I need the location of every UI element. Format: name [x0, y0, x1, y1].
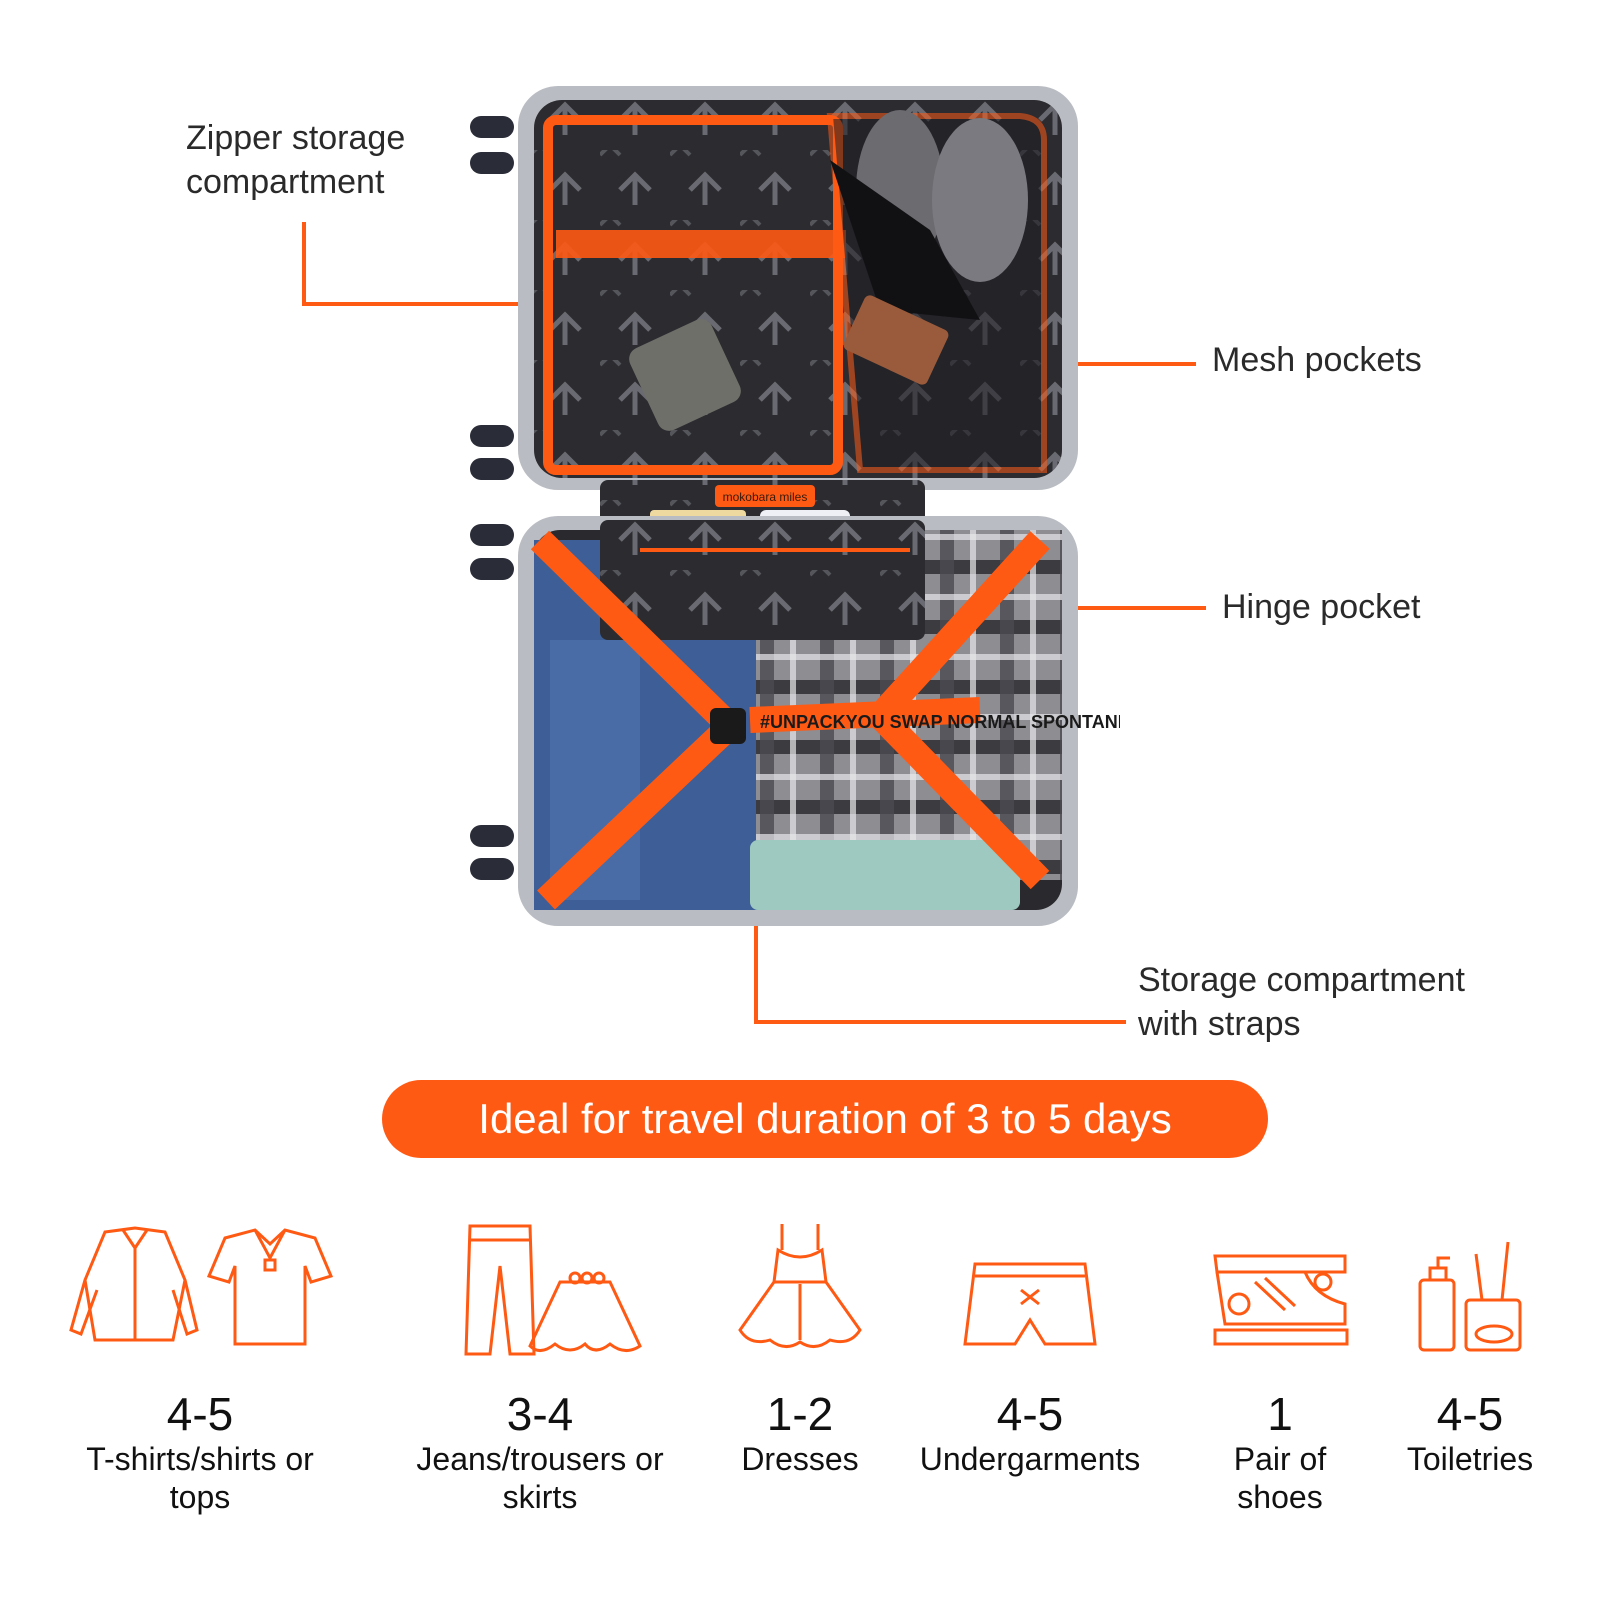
dress-icon — [738, 1224, 862, 1348]
shirt-icon — [69, 1226, 334, 1346]
strap-text: #UNPACKYOU SWAP NORMAL SPONTANEOUS — [760, 712, 1120, 732]
item-label: Dresses — [741, 1441, 859, 1477]
item-count: 4-5 — [996, 1388, 1064, 1440]
item-tops: 4-5 T-shirts/shirts or tops — [60, 1220, 340, 1516]
callout-mesh-pockets: Mesh pockets — [1212, 341, 1422, 379]
item-bottoms: 3-4 Jeans/trousers or skirts — [400, 1220, 680, 1516]
item-count: 1-2 — [766, 1388, 834, 1440]
sneaker-icon — [1213, 1254, 1349, 1346]
item-count: 4-5 — [166, 1388, 234, 1440]
item-label: Jeans/trousers or skirts — [416, 1441, 664, 1515]
item-label: T-shirts/shirts or tops — [86, 1441, 314, 1515]
item-toiletries: 4-5 Toiletries — [1370, 1220, 1570, 1478]
shorts-icon — [963, 1262, 1097, 1346]
callout-zipper-storage: Zipper storage compartment — [186, 119, 406, 201]
item-shoes: 1 Pair of shoes — [1180, 1220, 1380, 1516]
item-undergarments: 4-5 Undergarments — [900, 1220, 1160, 1478]
suitcase-illustration: mokobara miles #UNPACKYOU SWAP NORMAL SP… — [470, 86, 1120, 926]
callout-storage-straps: Storage compartment with straps — [1138, 961, 1465, 1043]
item-count: 1 — [1267, 1388, 1293, 1440]
packing-capacity-list: 4-5 T-shirts/shirts or tops 3-4 Jeans/tr… — [0, 1220, 1600, 1580]
item-label: Pair of shoes — [1233, 1441, 1327, 1515]
trousers-icon — [464, 1224, 642, 1356]
item-dresses: 1-2 Dresses — [700, 1220, 900, 1478]
item-label: Toiletries — [1406, 1441, 1534, 1477]
callout-hinge-pocket: Hinge pocket — [1222, 588, 1421, 626]
item-label: Undergarments — [919, 1441, 1141, 1477]
duration-banner: Ideal for travel duration of 3 to 5 days — [382, 1080, 1268, 1158]
item-count: 4-5 — [1436, 1388, 1504, 1440]
toiletries-icon — [1418, 1241, 1522, 1352]
item-count: 3-4 — [506, 1388, 574, 1440]
leader-zipper — [302, 222, 548, 306]
brand-tag: mokobara miles — [723, 490, 808, 504]
